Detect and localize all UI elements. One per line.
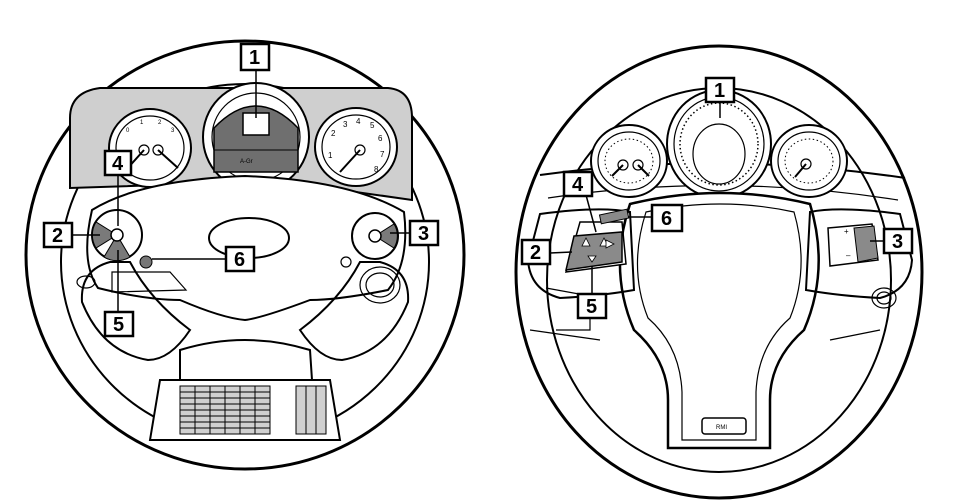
svg-text:5: 5 <box>113 314 124 336</box>
right-wheel-rim-outer <box>514 44 924 500</box>
svg-text:2: 2 <box>530 242 541 264</box>
right-gauge-tick-4: 4 <box>356 117 361 126</box>
left-callout-1: 1 <box>239 42 271 72</box>
right-gauge-tick-5: 5 <box>370 121 375 130</box>
left-wheel-rim-outer <box>24 39 466 471</box>
svg-text:2: 2 <box>52 225 63 247</box>
svg-text:6: 6 <box>234 249 245 271</box>
right-gauge-tick-2: 2 <box>331 129 336 138</box>
right-badge <box>701 417 747 435</box>
right-wheel-hub <box>618 191 820 450</box>
left-callout-3: 3 <box>408 219 440 247</box>
left-gauge-tick-3: 3 <box>171 128 175 134</box>
svg-text:3: 3 <box>418 223 429 245</box>
right-callout-2: 2 <box>520 238 552 266</box>
left-callout-4: 4 <box>103 149 133 177</box>
left-gauge-tick-2: 2 <box>158 120 162 126</box>
left-steering-wheel: 0 1 2 3 A-Gr 1 2 3 4 5 6 7 8 <box>24 39 466 471</box>
right-center-display <box>692 123 746 185</box>
right-gauge-tick-6: 6 <box>378 134 383 143</box>
right-button-6 <box>598 208 630 225</box>
right-callout-4: 4 <box>562 170 594 198</box>
right-callout-1: 1 <box>704 76 736 104</box>
left-callout-2: 2 <box>42 221 74 249</box>
right-gauge-tick-3: 3 <box>343 120 348 129</box>
left-cluster-right-gauge: 1 2 3 4 5 6 7 8 <box>314 107 398 187</box>
svg-text:1: 1 <box>249 47 260 69</box>
left-callout-6: 6 <box>224 245 256 273</box>
right-cluster-right-gauge <box>770 124 848 198</box>
svg-text:6: 6 <box>661 208 672 230</box>
left-cluster-center-gauge: A-Gr <box>202 82 310 192</box>
svg-text:4: 4 <box>572 174 584 196</box>
right-callout-6: 6 <box>650 203 684 233</box>
right-gauge-tick-1: 1 <box>328 151 333 160</box>
svg-text:5: 5 <box>586 296 597 318</box>
right-cluster-left-gauge <box>590 124 668 198</box>
svg-text:1: 1 <box>714 80 725 102</box>
left-callout-5: 5 <box>103 310 135 338</box>
left-gauge-tick-1: 1 <box>140 120 144 126</box>
right-minus-symbol: – <box>846 251 851 260</box>
left-gauge-tick-0: 0 <box>126 128 130 134</box>
left-display-text: A-Gr <box>240 159 253 165</box>
right-cluster-center-gauge <box>666 89 772 199</box>
right-callout-5: 5 <box>576 292 608 320</box>
right-steering-wheel: RMI + – 1 <box>514 44 924 500</box>
right-badge-text: RMI <box>716 425 727 431</box>
right-plus-symbol: + <box>844 227 849 236</box>
left-column-grille <box>179 385 327 435</box>
svg-text:4: 4 <box>112 153 124 175</box>
right-gauge-tick-7: 7 <box>380 150 385 159</box>
left-wheel-button-6 <box>139 255 153 269</box>
svg-text:3: 3 <box>892 231 903 253</box>
right-gauge-tick-8: 8 <box>374 165 379 174</box>
right-callout-3: 3 <box>882 227 914 255</box>
